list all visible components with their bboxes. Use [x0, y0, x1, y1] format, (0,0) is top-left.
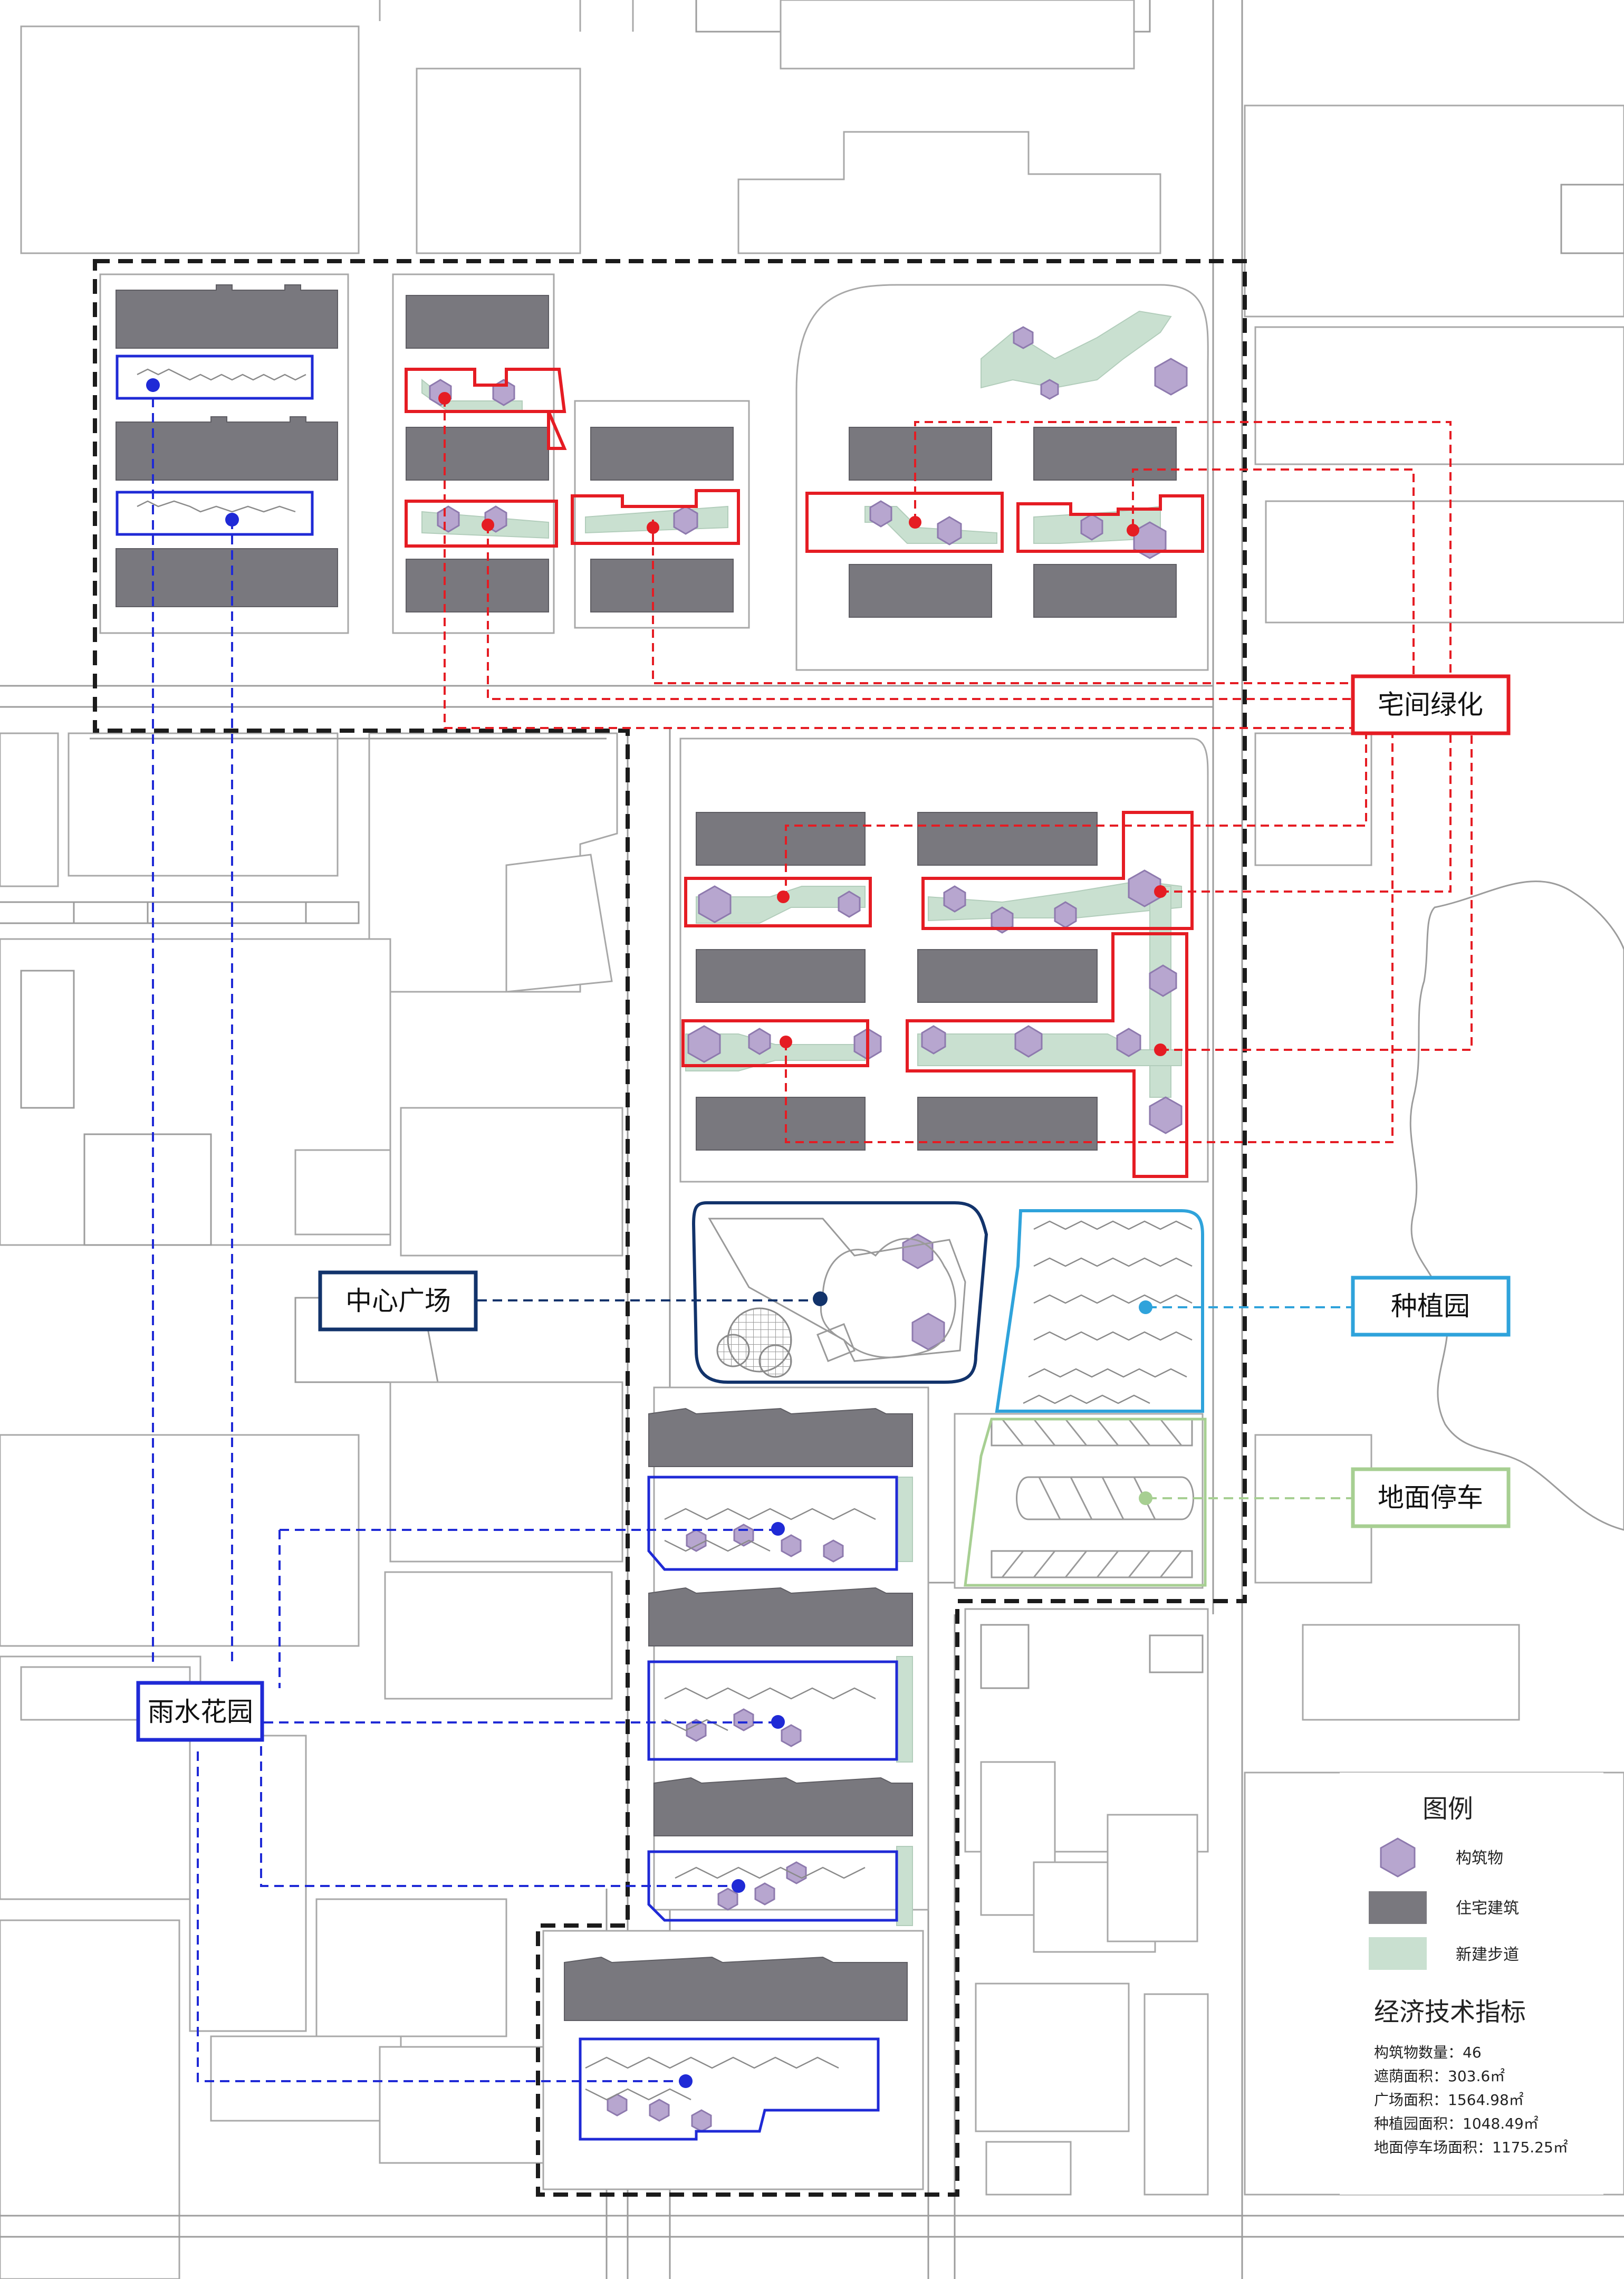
legend-walkway-swatch [1369, 1937, 1427, 1970]
indicator-structure-count: 构筑物数量：46 [1374, 2044, 1482, 2061]
central-plaza-label: 中心广场 [345, 1286, 451, 1316]
site-boundary [93, 259, 1247, 2197]
planting-garden-label: 种植园 [1391, 1291, 1470, 1322]
legend-residential-swatch [1369, 1891, 1427, 1924]
central-plaza-group: 中心广场 [318, 1201, 988, 1384]
indicator-plaza-area: 广场面积：1564.98㎡ [1374, 2091, 1524, 2109]
rain-garden-label: 雨水花园 [148, 1697, 253, 1727]
rain-garden-label-box [138, 1683, 262, 1740]
indicator-parking-area: 地面停车场面积：1175.25㎡ [1374, 2139, 1568, 2156]
central-plaza-interior [708, 1218, 966, 1378]
structures [429, 326, 1188, 2132]
residential-buildings [116, 284, 1177, 2021]
legend-item-residential: 住宅建筑 [1456, 1899, 1519, 1918]
ground-parking-label-box [1353, 1469, 1508, 1526]
legend-title: 图例 [1423, 1794, 1473, 1824]
between-house-greening-label: 宅间绿化 [1378, 690, 1483, 720]
legend-item-walkway: 新建步道 [1456, 1946, 1519, 1964]
new-walkways [421, 310, 1182, 1926]
central-plaza-label-box [320, 1272, 476, 1329]
planting-garden-group: 种植园 [995, 1209, 1511, 1413]
indicator-planting-area: 种植园面积：1048.49㎡ [1374, 2115, 1539, 2132]
ground-parking-label: 地面停车 [1378, 1482, 1483, 1513]
between-house-greening-label-box [1353, 676, 1508, 733]
legend: 图例 构筑物 住宅建筑 新建步道 经济技术指标 构筑物数量：46 遮荫面积：30… [1340, 1773, 1603, 2195]
rain-garden-group: 雨水花园 [116, 355, 898, 2141]
planting-garden-interior [1023, 1220, 1193, 1404]
ground-parking-interior [991, 1418, 1194, 1578]
planting-garden-label-box [1353, 1278, 1508, 1335]
legend-structure-swatch [1380, 1837, 1416, 1878]
indicator-shade-area: 遮荫面积：303.6㎡ [1374, 2067, 1505, 2085]
legend-item-structure: 构筑物 [1456, 1849, 1503, 1868]
between-house-greening-group: 宅间绿化 [405, 368, 1511, 1178]
ground-parking-group: 地面停车 [964, 1418, 1511, 1587]
rain-garden-hex-patterns [137, 368, 876, 2101]
indicators-title: 经济技术指标 [1374, 1997, 1526, 2027]
